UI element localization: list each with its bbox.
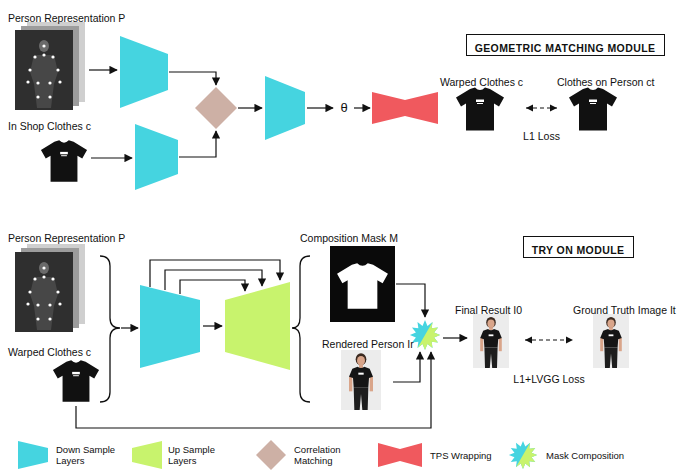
loss-connector (525, 337, 573, 344)
loss-label: L1+LVGG Loss (512, 373, 585, 385)
image-panel: Warped Clothes c (8, 342, 100, 406)
panel-caption: Composition Mask M (300, 232, 398, 244)
arrowhead (566, 337, 573, 344)
image-panel: Composition Mask M (300, 228, 401, 324)
loss-label: L1 Loss (522, 130, 561, 142)
image-panel: Warped Clothes c (440, 72, 526, 134)
panel-caption: Warped Clothes c (8, 346, 91, 358)
dashed-line (525, 339, 573, 340)
legend-swatch (18, 441, 48, 469)
panel-caption: Person Representation P (8, 12, 125, 24)
panel-caption: Rendered Person Ir (322, 338, 414, 350)
panel-caption: Warped Clothes c (440, 76, 523, 88)
image-panel: Clothes on Person ct (557, 72, 657, 134)
legend-shape (256, 440, 286, 470)
arrowhead (526, 105, 533, 112)
panel-caption: In Shop Clothes c (8, 120, 91, 132)
image-panel: In Shop Clothes c (8, 116, 93, 188)
legend-swatch (508, 440, 538, 470)
module-title-box: TRY ON MODULE (523, 236, 634, 258)
mask-composition-symbol (509, 441, 537, 469)
legend-shape (132, 441, 162, 469)
panel-caption: Final Result I0 (455, 304, 522, 316)
module-title: GEOMETRIC MATCHING MODULE (475, 42, 656, 54)
try-on-drawing (15, 244, 629, 428)
legend-text: Up Sample Layers (168, 444, 224, 466)
panel-caption: Person Representation P (8, 232, 125, 244)
legend-text: Correlation Matching (294, 444, 354, 466)
image-panel: Person Representation P (8, 8, 128, 112)
image-panel: Final Result I0 (455, 300, 525, 368)
image-panel: Ground Truth Image It (573, 300, 678, 368)
arrowhead (550, 105, 557, 112)
legend-text: Down Sample Layers (56, 444, 120, 466)
module-title-box: GEOMETRIC MATCHING MODULE (466, 34, 665, 56)
legend-swatch (378, 443, 422, 467)
module-title: TRY ON MODULE (532, 244, 625, 256)
arrowhead (525, 337, 532, 344)
image-panel: Person Representation P (8, 228, 128, 332)
legend-text: TPS Wrapping (430, 450, 492, 461)
parameter-symbol: θ (340, 100, 347, 115)
legend-text: Mask Composition (546, 450, 624, 461)
legend-swatch (256, 440, 286, 470)
panel-caption: Ground Truth Image It (573, 304, 676, 316)
legend-swatch (132, 441, 162, 469)
legend-shape (378, 443, 422, 467)
panel-caption: Clothes on Person ct (557, 76, 654, 88)
image-panel: Rendered Person Ir (322, 334, 416, 412)
loss-connector (526, 105, 557, 112)
legend-shape (18, 441, 48, 469)
